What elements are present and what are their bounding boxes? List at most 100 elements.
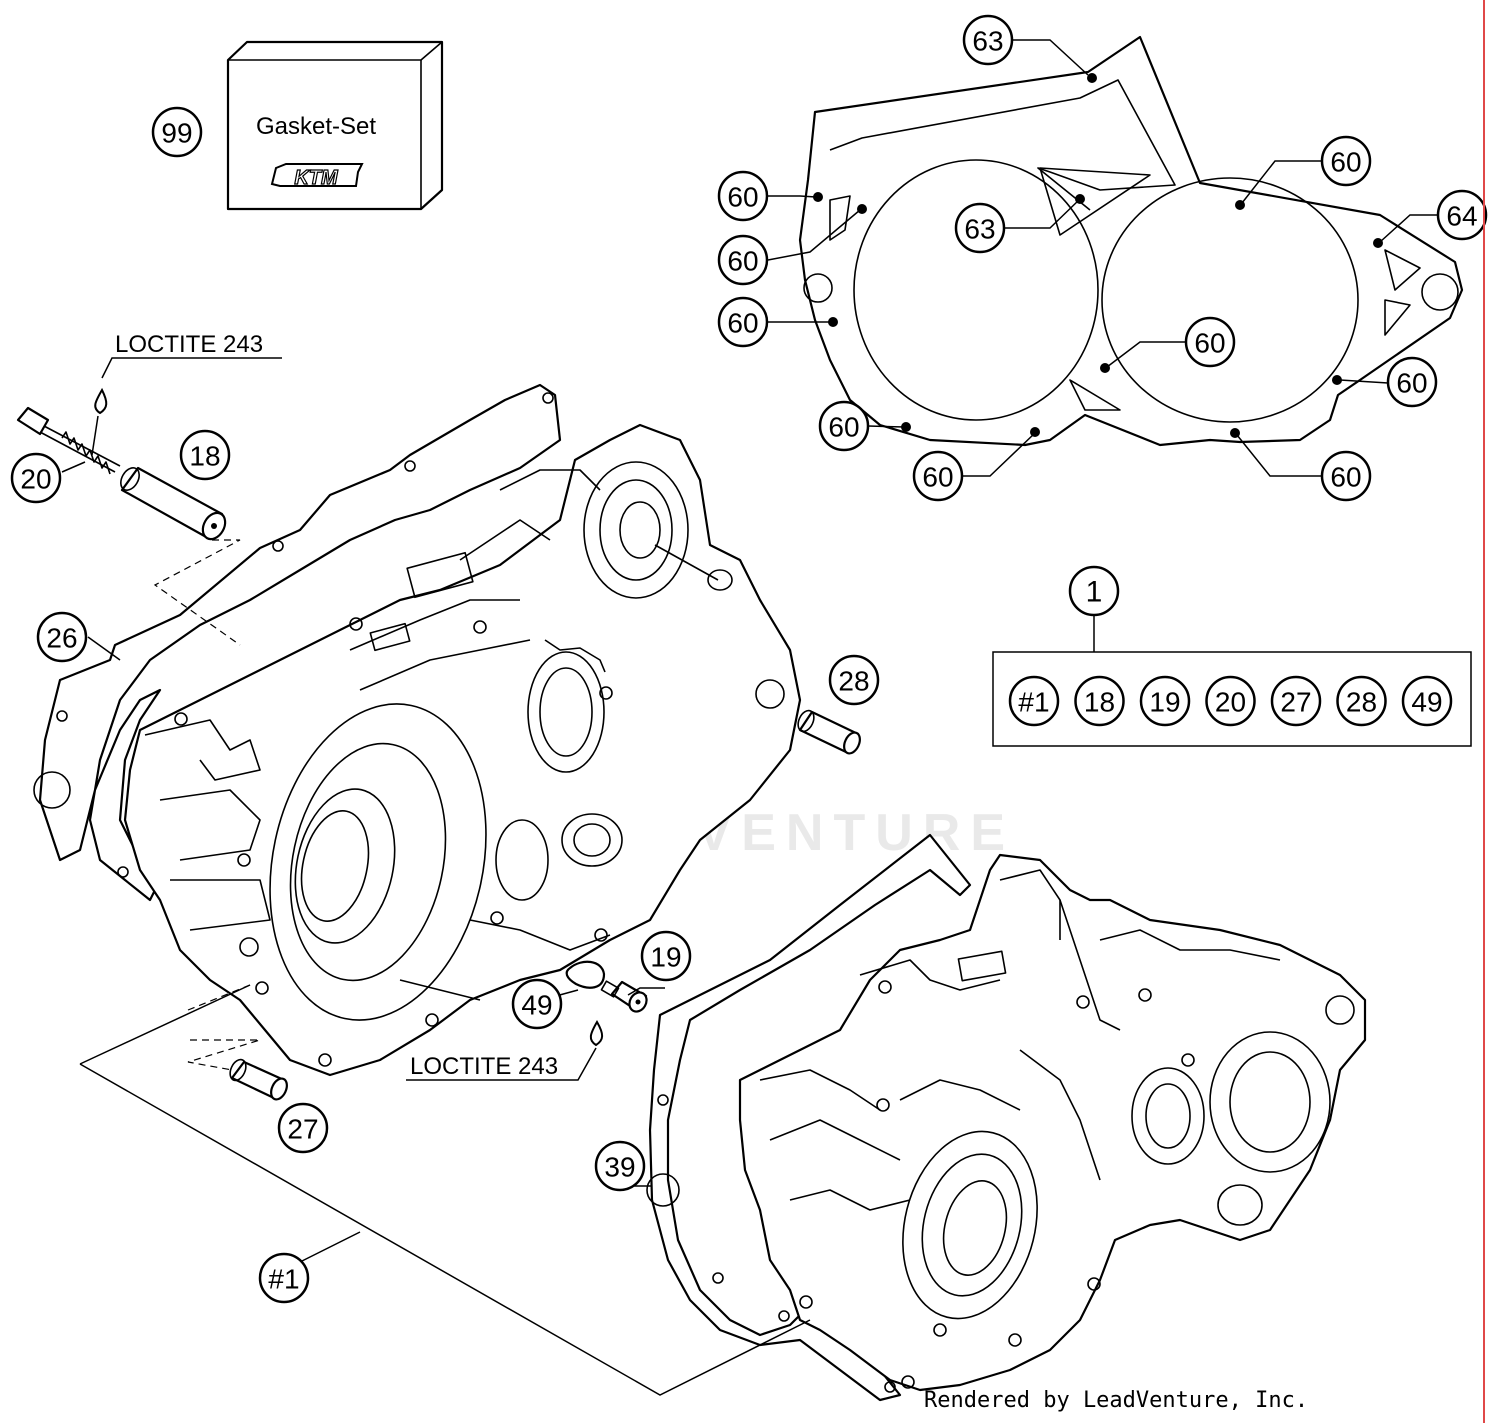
washer-49 <box>565 960 606 989</box>
ktm-logo: KTM <box>270 163 364 190</box>
callout-c20: 20 <box>10 452 62 504</box>
kit-item-label: 49 <box>1411 687 1442 718</box>
callout-circle <box>179 429 231 481</box>
group-bracket-bottom <box>79 1063 811 1396</box>
callout-label: #1 <box>268 1264 299 1295</box>
kit-item: 19 <box>1139 675 1191 727</box>
callout-label: 60 <box>922 462 953 493</box>
kit-item: #1 <box>1008 675 1060 727</box>
callout-c60_2: 60 <box>717 234 769 286</box>
dowel-sleeve-27 <box>229 1058 288 1101</box>
kit-item-label: 19 <box>1149 687 1180 718</box>
callout-label: 60 <box>1330 462 1361 493</box>
callout-circle <box>277 1102 329 1154</box>
callout-c64: 64 <box>1436 189 1488 241</box>
callout-c27: 27 <box>277 1102 329 1154</box>
callout-circle <box>10 452 62 504</box>
kit-item-circle <box>1270 675 1322 727</box>
kit-item: 28 <box>1336 675 1387 727</box>
callout-circle <box>1436 189 1488 241</box>
callout-c60_5: 60 <box>1184 316 1236 368</box>
cover-gasket <box>798 35 1464 447</box>
callout-label: 64 <box>1446 201 1477 232</box>
screw-20-leader <box>61 461 86 473</box>
callout-label: 63 <box>972 26 1003 57</box>
callout-c60_6: 60 <box>1386 356 1438 408</box>
callout-circle <box>717 296 769 348</box>
left-crankcase-half <box>33 383 802 1077</box>
kit-item-circle <box>1205 675 1256 727</box>
loctite-label-top: LOCTITE 243 <box>115 331 263 358</box>
callout-label: 99 <box>161 118 192 149</box>
callout-label: 60 <box>828 412 859 443</box>
callout-c60_7: 60 <box>818 400 870 452</box>
callout-label: 60 <box>727 182 758 213</box>
callout-label: 60 <box>1194 328 1225 359</box>
kit-item: 49 <box>1401 675 1453 727</box>
callout-circle <box>511 978 563 1030</box>
dowel-sleeve-28 <box>797 709 861 755</box>
cover-gasket-leaders <box>767 39 1438 477</box>
kit-item-circle <box>1139 675 1191 727</box>
kit-item-circle <box>1008 675 1060 727</box>
callout-circle <box>1320 135 1372 187</box>
kit-item-label: 20 <box>1215 687 1246 718</box>
kit-item-circle <box>1336 675 1387 727</box>
kit-item-circle <box>1074 675 1125 727</box>
callout-circle <box>818 400 870 452</box>
callout-cgroup: #1 <box>258 1252 310 1304</box>
callout-c60_1: 60 <box>717 170 769 222</box>
callout-c19: 19 <box>640 930 692 982</box>
gasket-set-box: Gasket-Set KTM <box>226 40 444 211</box>
plug-screw-19 <box>600 980 648 1013</box>
callout-circle <box>640 930 692 982</box>
group-bracket-left <box>79 984 251 1065</box>
callout-label: 63 <box>964 214 995 245</box>
loctite-drop-bottom <box>406 1020 604 1081</box>
callout-label: 60 <box>1330 147 1361 178</box>
kit-item-label: 18 <box>1084 687 1115 718</box>
loctite-drop-top <box>91 357 282 456</box>
kit-item-label: #1 <box>1018 687 1049 718</box>
gasket-26-leader <box>87 636 121 661</box>
ktm-logo-text: KTM <box>294 167 339 189</box>
callout-circle <box>1320 450 1372 502</box>
callout-label: 26 <box>46 623 77 654</box>
right-crankcase-half <box>646 833 1367 1402</box>
kit-item-label: 27 <box>1280 687 1311 718</box>
kit-item: 27 <box>1270 675 1322 727</box>
callout-circle <box>954 202 1006 254</box>
callout-label: 28 <box>838 666 869 697</box>
screw-19-leader <box>627 987 665 996</box>
callout-label: 18 <box>189 441 220 472</box>
kit-item: 20 <box>1205 675 1256 727</box>
callout-c39: 39 <box>594 1140 646 1192</box>
callout-c60_3: 60 <box>717 296 769 348</box>
callout-label: 1 <box>1086 576 1103 609</box>
callout-c63b: 63 <box>954 202 1006 254</box>
page-edge-marker <box>1483 0 1485 1423</box>
screw-20 <box>16 406 121 475</box>
sleeve-18-install-path <box>153 539 241 646</box>
callout-label: 60 <box>727 308 758 339</box>
callout-label: 49 <box>521 990 552 1021</box>
kit-item-label: 28 <box>1346 687 1377 718</box>
callout-c28: 28 <box>828 654 880 706</box>
callout-circle <box>1386 356 1438 408</box>
callout-circle <box>258 1252 310 1304</box>
callout-c60_4: 60 <box>1320 135 1372 187</box>
callout-circle <box>36 611 88 663</box>
callout-label: 39 <box>604 1152 635 1183</box>
callout-c26: 26 <box>36 611 88 663</box>
callout-label: 60 <box>1396 368 1427 399</box>
callout-label: 27 <box>287 1114 318 1145</box>
callout-label: 60 <box>727 246 758 277</box>
callout-circle <box>912 450 964 502</box>
kit-item: 18 <box>1074 675 1125 727</box>
callout-circle <box>828 654 880 706</box>
callout-circle <box>1184 316 1236 368</box>
callout-bubbles: 63 63 64 60 60 60 60 60 60 60 60 60 20 18 26 28 19 49 27 39… <box>10 14 1488 1304</box>
callout-circle <box>717 170 769 222</box>
